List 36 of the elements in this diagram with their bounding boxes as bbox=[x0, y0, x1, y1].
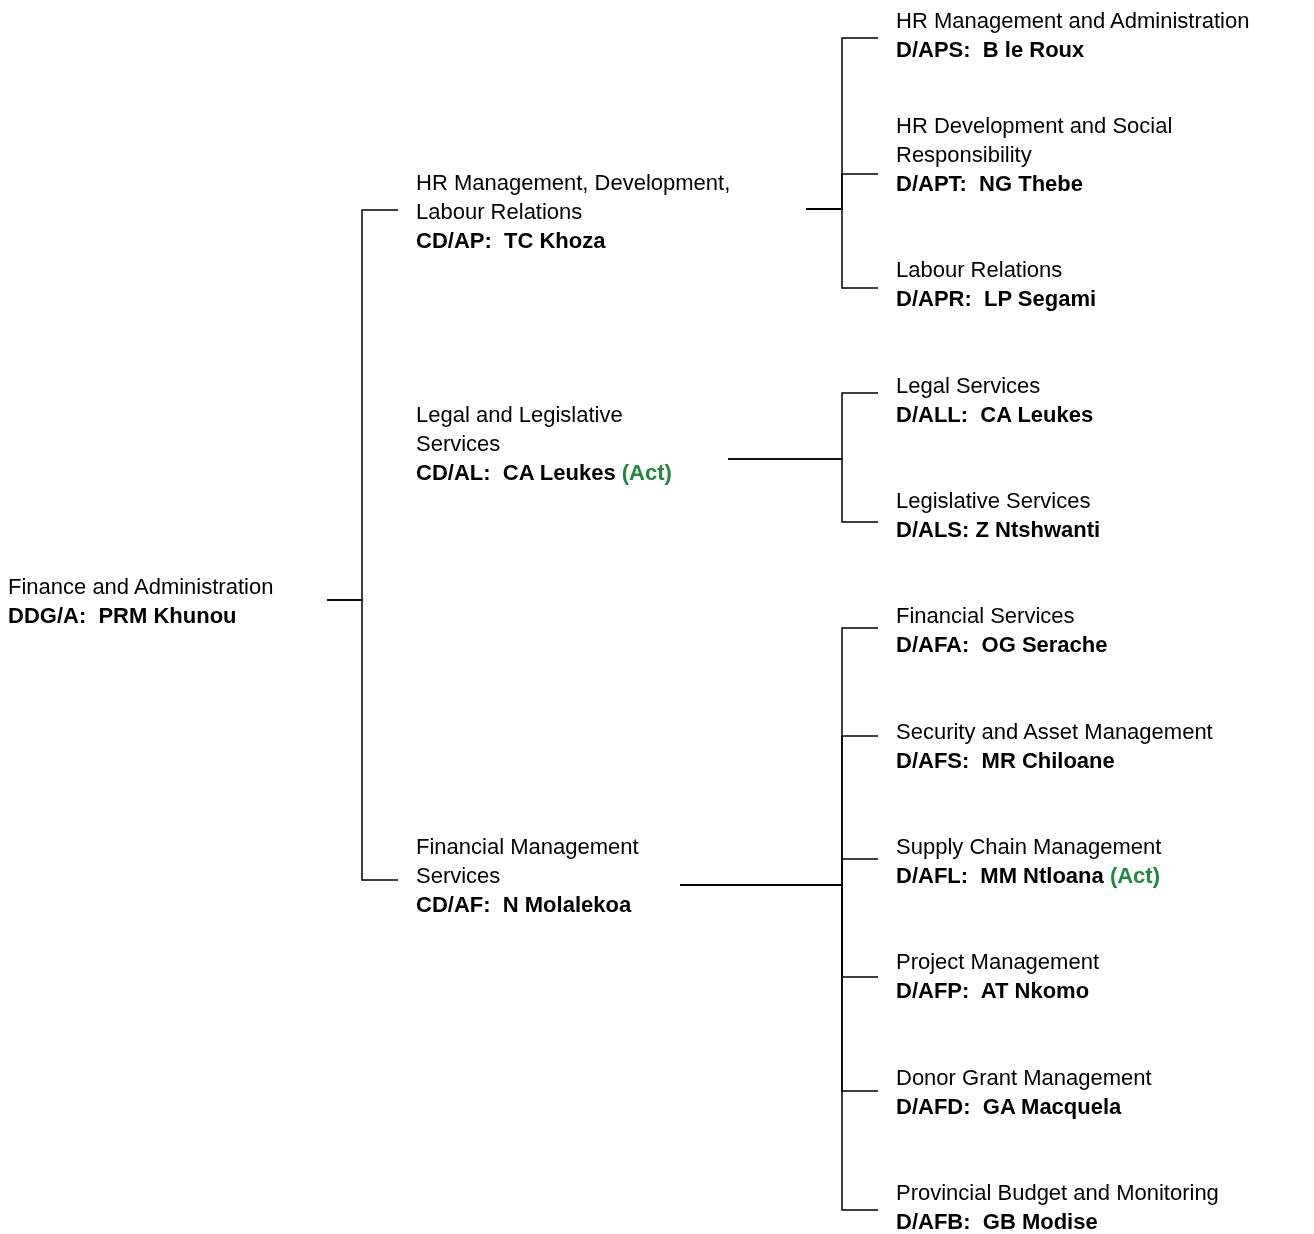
director-name: D/AFA: OG Serache bbox=[896, 632, 1108, 657]
unit-title: Labour Relations bbox=[896, 257, 1063, 282]
director-name: D/ALS: Z Ntshwanti bbox=[896, 517, 1101, 542]
connector-line bbox=[805, 208, 879, 289]
director-name: D/AFL: MM Ntloana bbox=[896, 863, 1104, 888]
director-name: CD/AF: N Molalekoa bbox=[416, 892, 632, 917]
unit-title: Legal Services bbox=[896, 373, 1041, 398]
unit-title: Donor Grant Management bbox=[896, 1065, 1152, 1090]
connector-line bbox=[679, 884, 879, 1211]
unit-title: HR Management and Administration bbox=[896, 8, 1250, 33]
unit-title: Security and Asset Management bbox=[896, 719, 1213, 744]
director-name: DDG/A: PRM Khunou bbox=[8, 603, 237, 628]
acting-tag: (Act) bbox=[621, 460, 672, 485]
unit-title: Provincial Budget and Monitoring bbox=[896, 1180, 1219, 1205]
director-name: CD/AL: CA Leukes bbox=[416, 460, 616, 485]
director-name: D/AFS: MR Chiloane bbox=[896, 748, 1115, 773]
unit-title: Legislative Services bbox=[896, 488, 1091, 513]
director-name: D/AFP: AT Nkomo bbox=[896, 978, 1090, 1003]
acting-tag: (Act) bbox=[1109, 863, 1160, 888]
director-name: D/APT: NG Thebe bbox=[896, 171, 1083, 196]
connector-line bbox=[727, 458, 879, 523]
unit-title: Financial Services bbox=[896, 603, 1075, 628]
unit-title: Project Management bbox=[896, 949, 1099, 974]
unit-title: Supply Chain Management bbox=[896, 834, 1162, 859]
unit-title: Finance and Administration bbox=[8, 574, 274, 599]
director-name: D/ALL: CA Leukes bbox=[896, 402, 1094, 427]
director-name: D/APR: LP Segami bbox=[896, 286, 1097, 311]
unit-title: Legal and Legislative Services bbox=[416, 402, 624, 456]
unit-title: Financial Management Services bbox=[416, 834, 640, 888]
unit-title: HR Development and Social Responsibility bbox=[896, 113, 1174, 167]
director-name: D/AFD: GA Macquela bbox=[896, 1094, 1122, 1119]
director-name: D/APS: B le Roux bbox=[896, 37, 1085, 62]
director-name: CD/AP: TC Khoza bbox=[416, 228, 606, 253]
director-name: D/AFB: GB Modise bbox=[896, 1209, 1098, 1234]
unit-title: HR Management, Development, Labour Relations bbox=[416, 170, 732, 224]
connector-line bbox=[326, 599, 399, 881]
